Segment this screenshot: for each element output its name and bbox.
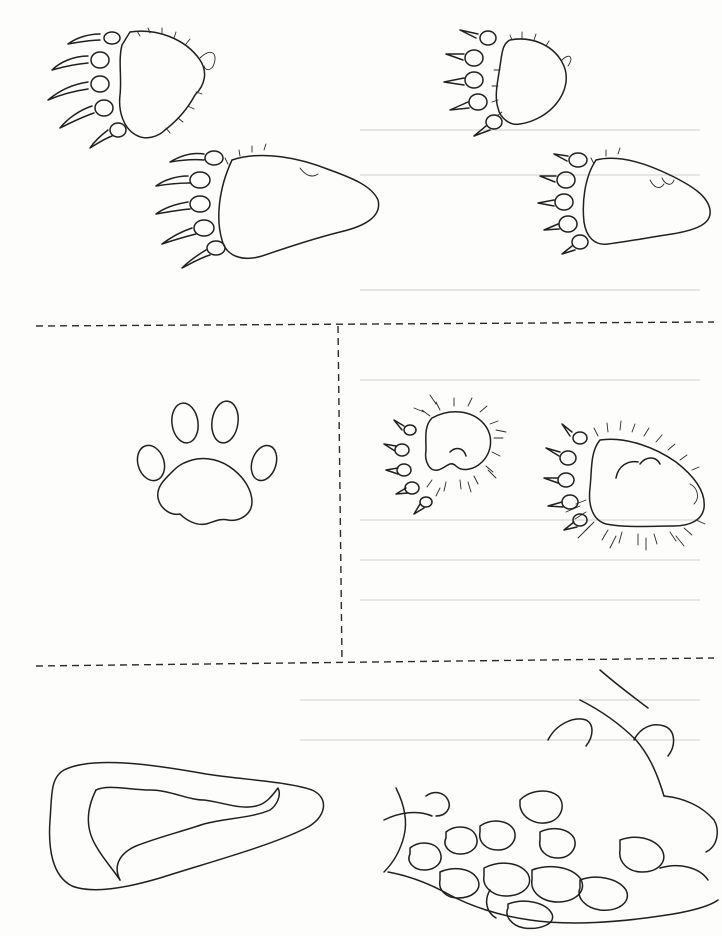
horizontal-divider-bottom [35, 657, 715, 667]
vertical-divider [337, 325, 343, 663]
front-foot-small-right [443, 29, 572, 137]
bleed-through-text [300, 129, 700, 741]
foot-skeleton [383, 669, 719, 930]
front-foot-small-left [47, 27, 216, 149]
hind-foot-large-left [155, 143, 380, 269]
hairy-foot-middle-right [543, 420, 706, 551]
horizontal-divider-top [35, 321, 715, 327]
footprint-outline [48, 761, 325, 891]
hairy-foot-middle-left [383, 394, 507, 515]
cat-paw-print [136, 400, 278, 526]
hind-foot-large-right [537, 147, 711, 255]
